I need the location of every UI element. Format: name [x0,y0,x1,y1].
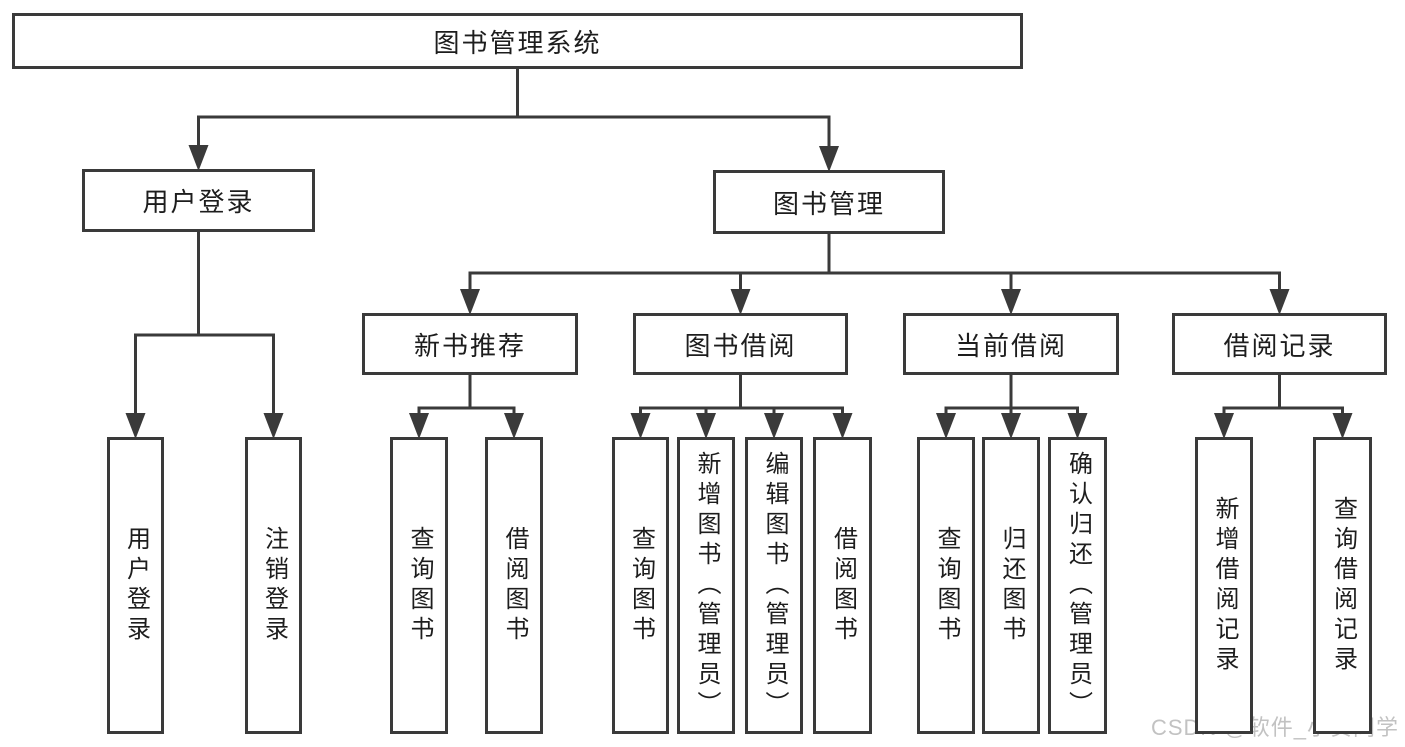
node-library-system: 图书管理系统 [12,13,1023,69]
node-user-login-leaf: 用户登录 [107,437,164,734]
node-return-books: 归还图书 [982,437,1040,734]
node-logout-leaf: 注销登录 [245,437,302,734]
node-new-book-recommend: 新书推荐 [362,313,578,375]
node-current-borrow: 当前借阅 [903,313,1119,375]
node-borrow-books-leaf: 借阅图书 [813,437,872,734]
node-user-login: 用户登录 [82,169,315,232]
node-add-books-admin: 新增图书（管理员） [677,437,735,734]
node-book-borrow: 图书借阅 [633,313,848,375]
node-confirm-return-admin: 确认归还（管理员） [1048,437,1107,734]
node-book-management: 图书管理 [713,170,945,234]
node-borrow-books-new: 借阅图书 [485,437,543,734]
node-query-books-new: 查询图书 [390,437,448,734]
node-edit-books-admin: 编辑图书（管理员） [745,437,803,734]
node-add-borrow-record: 新增借阅记录 [1195,437,1253,734]
node-borrow-records: 借阅记录 [1172,313,1387,375]
node-query-borrow-record: 查询借阅记录 [1313,437,1372,734]
node-query-books-current: 查询图书 [917,437,975,734]
node-query-books-borrow: 查询图书 [612,437,669,734]
